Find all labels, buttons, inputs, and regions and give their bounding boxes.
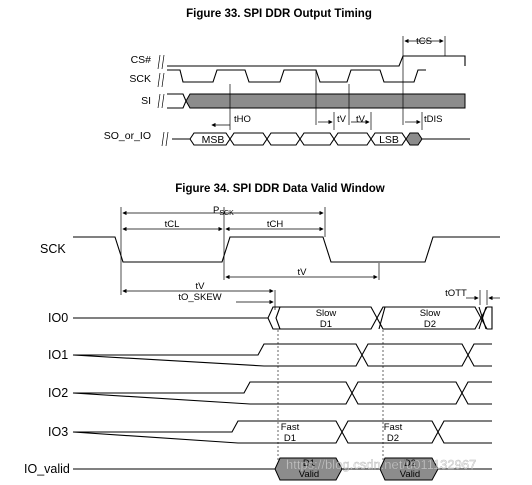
io2-label: IO2 xyxy=(48,386,68,400)
tv2-label: tV xyxy=(356,114,366,125)
io3-label: IO3 xyxy=(48,425,68,439)
cs-waveform xyxy=(167,55,466,67)
figure33-break-marks xyxy=(157,54,169,147)
sck-label-fig34: SCK xyxy=(40,242,66,256)
msb-label: MSB xyxy=(202,134,225,146)
figure34-title: Figure 34. SPI DDR Data Valid Window xyxy=(175,183,385,195)
io0-slow-d1-bottom: D1 xyxy=(320,319,332,330)
io0-slow-d2-bottom: D2 xyxy=(424,319,436,330)
io0-label: IO0 xyxy=(48,311,68,325)
tv1-label: tV xyxy=(337,114,347,125)
watermark: https://blog.csdn.net/u011132967 xyxy=(286,457,476,472)
figure33-signal-labels: CS# SCK SI SO_or_IO xyxy=(104,54,151,142)
tv-right-label: tV xyxy=(298,267,308,278)
io0-slow-d2-top: Slow xyxy=(420,308,441,319)
tch-label: tCH xyxy=(267,219,284,230)
io2-waveform xyxy=(72,381,492,405)
io0-waveform xyxy=(73,306,493,330)
so-io-label: SO_or_IO xyxy=(104,130,151,142)
sck-label: SCK xyxy=(129,73,151,85)
psck-label: PSCK xyxy=(213,205,234,217)
io3-fast-d2-bottom: D2 xyxy=(387,433,399,444)
cs-label: CS# xyxy=(131,54,152,66)
tskew-label: tO_SKEW xyxy=(178,292,221,303)
figure33-guide-lines xyxy=(229,36,446,130)
io3-fast-d1-bottom: D1 xyxy=(284,433,296,444)
sck-waveform-fig34 xyxy=(73,236,500,263)
figure34-guide-lines xyxy=(120,207,488,310)
sck-waveform-fig33 xyxy=(167,69,426,83)
io3-fast-d1-top: Fast xyxy=(281,422,300,433)
figure34-dashed-lines xyxy=(277,330,384,460)
io3-fast-d2-top: Fast xyxy=(384,422,403,433)
io-valid-waveform xyxy=(73,457,492,481)
figure34-signal-labels: SCK IO0 IO1 IO2 IO3 IO_valid xyxy=(24,242,70,476)
io1-label: IO1 xyxy=(48,348,68,362)
tcl-label: tCL xyxy=(165,219,180,230)
tott-label: tOTT xyxy=(445,288,467,299)
si-waveform xyxy=(167,93,466,109)
valid-d1-bottom: Valid xyxy=(299,469,319,480)
io3-waveform xyxy=(72,420,492,444)
valid-d1-top: D1 xyxy=(303,458,315,469)
figure33-title: Figure 33. SPI DDR Output Timing xyxy=(186,8,372,20)
io0-slow-d1-top: Slow xyxy=(316,308,337,319)
tho-label: tHO xyxy=(234,114,251,125)
lsb-label: LSB xyxy=(379,134,399,146)
tv-left-label: tV xyxy=(196,281,206,292)
tcs-label: tCS xyxy=(416,36,432,47)
valid-d2-bottom: Valid xyxy=(400,469,420,480)
so-io-waveform xyxy=(172,132,470,146)
io1-waveform xyxy=(72,343,492,367)
tdis-label: tDIS xyxy=(424,114,442,125)
io-valid-label: IO_valid xyxy=(24,462,70,476)
valid-d2-top: D2 xyxy=(404,458,416,469)
si-label: SI xyxy=(141,95,151,107)
